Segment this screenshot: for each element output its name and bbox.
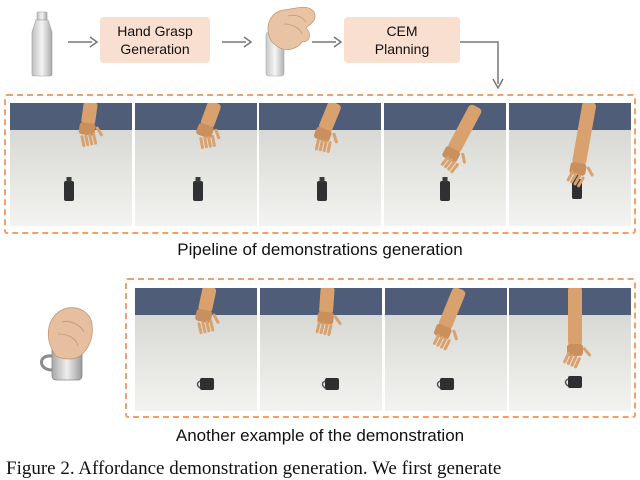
bottom-demo-frame [125,278,636,418]
hand-grasping-mug-icon [40,307,93,381]
arrow-right-icon [68,36,98,48]
elbow-arrow-icon [460,41,504,90]
scene-image [384,103,506,226]
bottle-icon [31,11,53,77]
scene-image [135,288,257,411]
scene-image [509,103,631,226]
scene-image [385,288,507,411]
hand-grasp-generation-box: Hand Grasp Generation [100,17,210,63]
hand-grasping-bottle-icon [265,6,316,77]
top-demo-frame [4,94,636,234]
scene-image [10,103,132,226]
scene-image [260,288,382,411]
scene-image [259,103,381,226]
cem-label-line2: Planning [374,41,430,57]
scene-image [135,103,257,226]
hand-grasp-label-line2: Generation [120,41,190,57]
hand-grasp-label-line1: Hand Grasp [117,23,193,39]
figure-caption: Figure 2. Affordance demonstration gener… [6,458,502,479]
bottom-caption: Another example of the demonstration [175,426,465,445]
arrow-right-icon [222,36,252,48]
arrow-right-icon [312,36,342,48]
cem-planning-box: CEM Planning [344,17,460,63]
scene-image [509,288,631,411]
top-caption: Pipeline of demonstrations generation [177,240,463,259]
cem-label-line1: CEM [386,23,418,39]
